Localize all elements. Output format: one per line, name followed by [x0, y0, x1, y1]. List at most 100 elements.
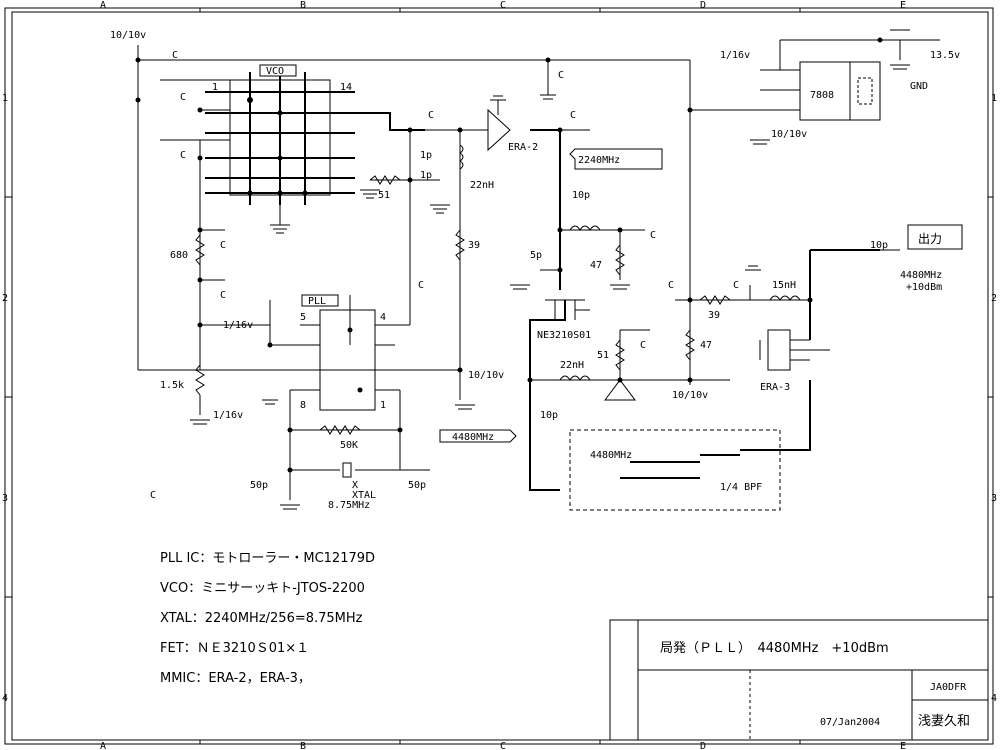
note-fet: FET：ＮＥ3210Ｓ01×１	[160, 641, 309, 656]
grid-col-d-bottom: D	[700, 741, 706, 750]
grid-row-1-right: 1	[991, 93, 997, 104]
cap-c-label-3: C	[180, 150, 186, 161]
cap-1-16v-label-1: 1/16v	[720, 50, 750, 61]
callsign: JA0DFR	[930, 682, 967, 693]
resistor-51-label-2: 51	[597, 350, 609, 361]
inductor-22nh-label-2: 22nH	[560, 360, 584, 371]
resistor-39-label-2: 39	[708, 310, 720, 321]
pll-pin5-label: 5	[300, 312, 306, 323]
cap-50p-label-2: 50p	[408, 480, 426, 491]
grid-col-e-bottom: E	[900, 741, 906, 750]
grid-row-2: 2	[2, 293, 8, 304]
regulator-7808	[799, 61, 881, 121]
cap-50p-label-1: 50p	[250, 480, 268, 491]
resistor-51-label-1: 51	[378, 190, 390, 201]
grid-col-a: A	[100, 0, 106, 11]
bpf-freq-label: 4480MHz	[590, 450, 632, 461]
note-pll-ic: PLL IC：モトローラー・MC12179D	[160, 551, 375, 566]
era2-label: ERA-2	[508, 142, 538, 153]
drawing-date: 07/Jan2004	[820, 717, 880, 728]
cap-10p-label-1: 10p	[572, 190, 590, 201]
cap-c-label-12: C	[640, 340, 646, 351]
pll-label: PLL	[308, 296, 326, 307]
resistor-50k-label: 50K	[340, 440, 358, 451]
tag-4480mhz: 4480MHz	[452, 432, 494, 443]
cap-c-label-7: C	[558, 70, 564, 81]
note-xtal: XTAL：2240MHz/256=8.75MHz	[160, 611, 363, 626]
grid-col-a-bottom: A	[100, 741, 106, 750]
vco-label: VCO	[266, 66, 284, 77]
cap-c-label-11: C	[668, 280, 674, 291]
grid-col-c-bottom: C	[500, 741, 506, 750]
xtal-x-label: X	[352, 480, 358, 491]
regulator-label: 7808	[810, 90, 834, 101]
grid-col-b: B	[300, 0, 306, 11]
drawing-title: 局発（ＰＬＬ） 4480MHz +10dBm	[660, 641, 889, 656]
grid-col-d: D	[700, 0, 706, 11]
supply-voltage-label: 13.5v	[930, 50, 960, 61]
pll-pin4-label: 4	[380, 312, 386, 323]
cap-1-16v-label-2: 1/16v	[223, 320, 253, 331]
inner-frame	[11, 11, 989, 741]
pll-pin8-label: 8	[300, 400, 306, 411]
cap-1p-label-1: 1p	[420, 150, 432, 161]
fet-label: NE3210S01	[537, 330, 591, 341]
tag-2240mhz: 2240MHz	[578, 155, 620, 166]
cap-c-label-6: C	[428, 110, 434, 121]
cap-5p-label: 5p	[530, 250, 542, 261]
vco-pin14-label: 14	[340, 82, 352, 93]
resistor-39-label-1: 39	[468, 240, 480, 251]
output-label: 出力	[918, 232, 942, 246]
title-block	[609, 619, 989, 741]
era2-amp-symbol	[487, 108, 511, 152]
inductor-22nh-label-1: 22nH	[470, 180, 494, 191]
author-name: 浅妻久和	[918, 714, 970, 729]
vco-pin1-label: 1	[212, 82, 218, 93]
cap-10p-label-3: 10p	[870, 240, 888, 251]
pll-block	[319, 309, 376, 411]
cap-c-label-10: C	[650, 230, 656, 241]
cap-1p-label-2: 1p	[420, 170, 432, 181]
cap-10-10v-label-4: 10/10v	[672, 390, 708, 401]
outer-frame	[4, 7, 994, 745]
bpf-box	[569, 429, 781, 511]
resistor-1-5k-label: 1.5k	[160, 380, 184, 391]
cap-10-10v-label-2: 10/10v	[771, 129, 807, 140]
cap-10p-label-2: 10p	[540, 410, 558, 421]
grid-row-3-right: 3	[991, 493, 997, 504]
output-box	[907, 224, 963, 250]
resistor-47-label-2: 47	[700, 340, 712, 351]
resistor-680-label: 680	[170, 250, 188, 261]
cap-c-label-1: C	[172, 50, 178, 61]
grid-row-4-right: 4	[991, 693, 997, 704]
xtal-label: XTAL	[352, 490, 376, 501]
inductor-15nh-label: 15nH	[772, 280, 796, 291]
grid-row-2-right: 2	[991, 293, 997, 304]
cap-10-10v-label-3: 10/10v	[468, 370, 504, 381]
output-spec-power: +10dBm	[906, 282, 942, 293]
resistor-47-label-1: 47	[590, 260, 602, 271]
grid-row-4: 4	[2, 693, 8, 704]
era3-block	[767, 329, 791, 371]
cap-1-16v-label-3: 1/16v	[213, 410, 243, 421]
regulator-gnd-label: GND	[910, 81, 928, 92]
cap-c-label-5: C	[220, 290, 226, 301]
xtal-frequency-label: 8.75MHz	[328, 500, 370, 511]
grid-col-e: E	[900, 0, 906, 11]
grid-col-b-bottom: B	[300, 741, 306, 750]
bpf-label: 1/4 BPF	[720, 482, 762, 493]
note-mmic: MMIC：ERA-2，ERA-3，	[160, 671, 311, 686]
cap-c-label-9: C	[418, 280, 424, 291]
grid-row-3: 3	[2, 493, 8, 504]
note-vco: VCO：ミニサーッキト-JTOS-2200	[160, 581, 365, 596]
cap-c-label-13: C	[733, 280, 739, 291]
grid-row-1: 1	[2, 93, 8, 104]
pll-pin1-label: 1	[380, 400, 386, 411]
era3-label: ERA-3	[760, 382, 790, 393]
xtal-crystal	[342, 462, 352, 478]
grid-col-c: C	[500, 0, 506, 11]
cap-c-label-8: C	[570, 110, 576, 121]
cap-10-10v-label-1: 10/10v	[110, 30, 146, 41]
